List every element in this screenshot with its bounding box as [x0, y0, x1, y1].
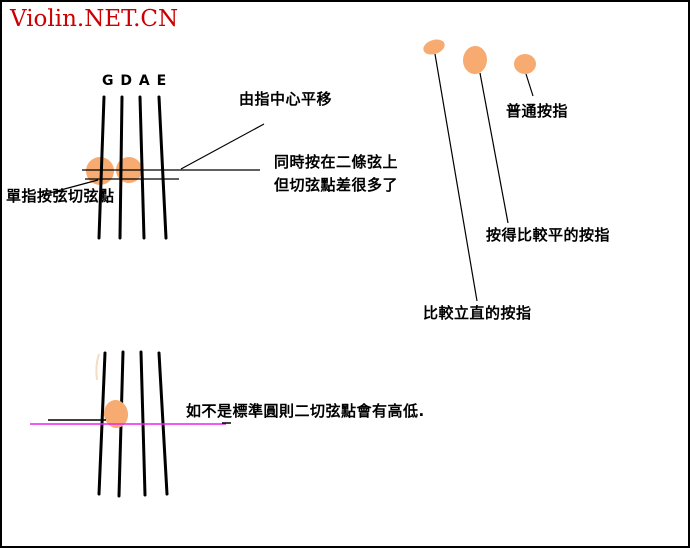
annotation-flat-press: 按得比較平的按指	[486, 226, 611, 244]
string-labels-gdae: G D A E	[102, 73, 168, 89]
leader-line-to-move-center	[180, 123, 265, 170]
finger-dot-bottom	[103, 400, 129, 428]
fingertip-flat-oval	[423, 39, 445, 55]
faint-stroke-mark	[95, 353, 100, 381]
annotation-upright-press: 比較立直的按指	[423, 304, 532, 322]
annotation-cut-points-differ: 但切弦點差很多了	[274, 176, 399, 194]
annotation-single-finger-cut-point: 單指按弦切弦點	[6, 187, 115, 205]
fingertip-large-oval	[462, 46, 488, 74]
annotation-press-two-strings: 同時按在二條弦上	[274, 153, 399, 171]
fingertip-round-oval	[514, 54, 536, 74]
annotation-nonstandard-circle: 如不是標準圓則二切弦點會有高低.	[186, 402, 425, 420]
annotation-normal-press: 普通按指	[506, 102, 569, 120]
annotation-move-from-center: 由指中心平移	[239, 90, 333, 108]
violin-string-d	[118, 95, 124, 240]
pointer-line-flat	[479, 72, 509, 224]
watermark: Violin.NET.CN	[10, 6, 179, 32]
violin-string-g	[97, 95, 106, 240]
pointer-line-upright	[434, 53, 478, 302]
leader-line-to-single-finger	[41, 179, 99, 196]
violin-string-a	[138, 95, 146, 240]
pointer-line-normal	[525, 73, 534, 97]
violin-string-e	[157, 95, 168, 240]
